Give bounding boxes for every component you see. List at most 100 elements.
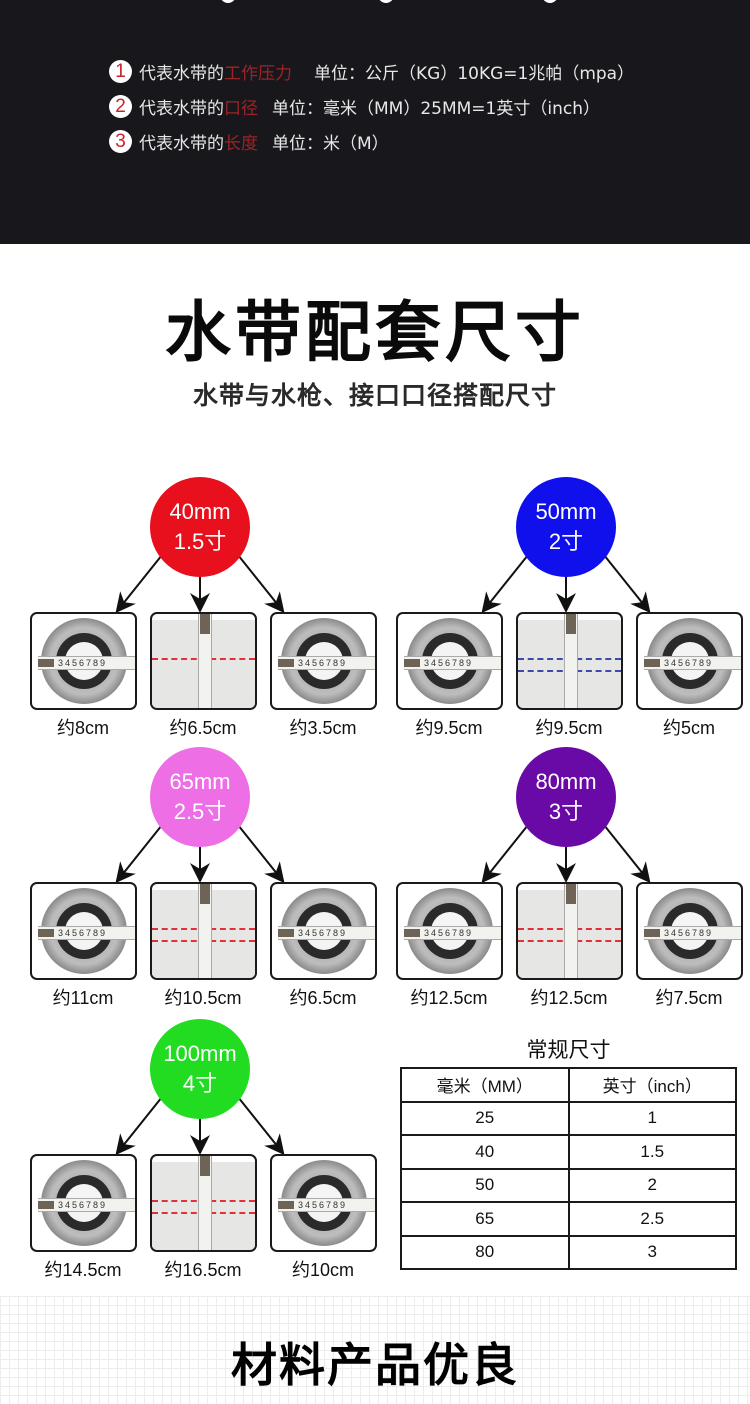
size-badge: 40mm 1.5寸 <box>150 477 250 577</box>
column-header-inch: 英寸（inch） <box>567 1067 737 1103</box>
tape-measure-icon: 3456789 <box>644 926 741 940</box>
size-group-40mm: 40mm 1.5寸 3456789 约8cm 约6.5cm 3456789 约3.5cm <box>20 477 380 747</box>
table-row: 40 1.5 <box>400 1134 737 1170</box>
tape-measure-icon <box>564 884 578 978</box>
tape-measure-icon <box>198 614 212 708</box>
legend-highlight: 长度 <box>224 134 258 154</box>
cell-inch: 2 <box>567 1167 737 1203</box>
legend-highlight: 口径 <box>224 99 258 119</box>
table-row: 50 2 <box>400 1167 737 1203</box>
hose-flat-photo <box>516 882 623 980</box>
size-cun: 1.5寸 <box>173 529 227 554</box>
arrow-icon <box>115 824 163 884</box>
nozzle-ring-photo: 3456789 <box>636 882 743 980</box>
size-mm: 50mm <box>535 499 597 524</box>
legend-unit: 单位：米（M） <box>272 134 389 154</box>
size-mm: 100mm <box>163 1041 237 1066</box>
page-title: 水带配套尺寸 <box>165 294 585 371</box>
size-caption: 约12.5cm <box>410 988 488 1008</box>
size-caption: 约11cm <box>52 988 114 1008</box>
size-badge: 50mm 2寸 <box>516 477 616 577</box>
cell-mm: 25 <box>400 1100 570 1136</box>
cell-inch: 1 <box>567 1100 737 1136</box>
legend-item-length: 3 代表水带的 长度 单位：米（M） <box>109 124 634 159</box>
arrow-icon <box>603 554 651 614</box>
tape-measure-icon: 3456789 <box>38 926 135 940</box>
size-caption: 约12.5cm <box>530 988 608 1008</box>
cell-inch: 1.5 <box>567 1134 737 1170</box>
tape-measure-icon: 3456789 <box>404 656 501 670</box>
size-badge: 80mm 3寸 <box>516 747 616 847</box>
tape-measure-icon: 3456789 <box>404 926 501 940</box>
size-caption: 约6.5cm <box>169 718 237 738</box>
legend-list: 1 代表水带的 工作压力 单位：公斤（KG）10KG=1兆帕（mpa） 2 代表… <box>109 54 634 159</box>
arrow-icon <box>481 824 529 884</box>
size-caption: 约3.5cm <box>289 718 357 738</box>
size-cun: 2寸 <box>548 529 584 554</box>
coupling-photo: 3456789 <box>396 882 503 980</box>
legend-item-diameter: 2 代表水带的 口径 单位：毫米（MM）25MM=1英寸（inch） <box>109 89 634 124</box>
nozzle-ring-photo: 3456789 <box>270 1154 377 1252</box>
hose-flat-photo <box>150 612 257 710</box>
page-subtitle: 水带与水枪、接口口径搭配尺寸 <box>192 381 557 410</box>
cell-inch: 3 <box>567 1234 737 1270</box>
legend-item-pressure: 1 代表水带的 工作压力 单位：公斤（KG）10KG=1兆帕（mpa） <box>109 54 634 89</box>
size-caption: 约10cm <box>291 1260 354 1280</box>
size-cun: 4寸 <box>182 1071 218 1096</box>
coupling-photo: 3456789 <box>30 1154 137 1252</box>
decorative-dot <box>542 0 558 3</box>
legend-prefix: 代表水带的 <box>139 134 224 154</box>
table-row: 25 1 <box>400 1100 737 1136</box>
table-header-row: 毫米（MM） 英寸（inch） <box>400 1067 737 1103</box>
legend-band: 1 代表水带的 工作压力 单位：公斤（KG）10KG=1兆帕（mpa） 2 代表… <box>0 0 750 244</box>
column-header-mm: 毫米（MM） <box>400 1067 570 1103</box>
hose-flat-photo <box>516 612 623 710</box>
size-caption: 约5cm <box>662 718 715 738</box>
decorative-dot <box>378 0 394 3</box>
size-caption: 约9.5cm <box>415 718 483 738</box>
arrow-icon <box>115 1096 163 1156</box>
arrow-icon <box>237 1096 285 1156</box>
size-cun: 3寸 <box>548 799 584 824</box>
hose-flat-photo <box>150 882 257 980</box>
table-row: 80 3 <box>400 1234 737 1270</box>
tape-measure-icon: 3456789 <box>38 656 135 670</box>
arrow-icon <box>481 554 529 614</box>
legend-unit: 单位：公斤（KG）10KG=1兆帕（mpa） <box>314 64 635 84</box>
legend-unit: 单位：毫米（MM）25MM=1英寸（inch） <box>272 99 600 119</box>
size-cun: 2.5寸 <box>173 799 227 824</box>
arrows <box>115 554 285 614</box>
size-caption: 约10.5cm <box>164 988 242 1008</box>
legend-prefix: 代表水带的 <box>139 64 224 84</box>
arrows <box>115 1096 285 1156</box>
tape-measure-icon <box>198 884 212 978</box>
size-mm: 80mm <box>535 769 597 794</box>
decorative-dot <box>220 0 236 3</box>
size-mm: 65mm <box>169 769 231 794</box>
number-badge: 2 <box>109 95 132 118</box>
nozzle-ring-photo: 3456789 <box>636 612 743 710</box>
arrow-icon <box>115 554 163 614</box>
tape-measure-icon <box>198 1156 212 1250</box>
size-table: 毫米（MM） 英寸（inch） 25 1 40 1.5 50 2 65 2.5 <box>400 1067 737 1270</box>
coupling-photo: 3456789 <box>396 612 503 710</box>
size-caption: 约9.5cm <box>535 718 603 738</box>
tape-measure-icon: 3456789 <box>644 656 741 670</box>
tape-measure-icon: 3456789 <box>278 926 375 940</box>
arrow-icon <box>603 824 651 884</box>
size-caption: 约8cm <box>56 718 109 738</box>
size-mm: 40mm <box>169 499 231 524</box>
cell-mm: 80 <box>400 1234 570 1270</box>
hose-flat-photo <box>150 1154 257 1252</box>
size-caption: 约6.5cm <box>289 988 357 1008</box>
size-group-80mm: 80mm 3寸 3456789 约12.5cm 约12.5cm 3456789 约7.5cm <box>386 747 746 1017</box>
table-title: 常规尺寸 <box>526 1038 611 1062</box>
tape-measure-icon: 3456789 <box>278 1198 375 1212</box>
size-caption: 约14.5cm <box>44 1260 122 1280</box>
size-caption: 约16.5cm <box>164 1260 242 1280</box>
tape-measure-icon: 3456789 <box>38 1198 135 1212</box>
legend-highlight: 工作压力 <box>224 64 292 84</box>
size-caption: 约7.5cm <box>655 988 723 1008</box>
size-group-100mm: 100mm 4寸 3456789 约14.5cm 约16.5cm 3456789 约10cm <box>20 1019 380 1289</box>
nozzle-ring-photo: 3456789 <box>270 612 377 710</box>
